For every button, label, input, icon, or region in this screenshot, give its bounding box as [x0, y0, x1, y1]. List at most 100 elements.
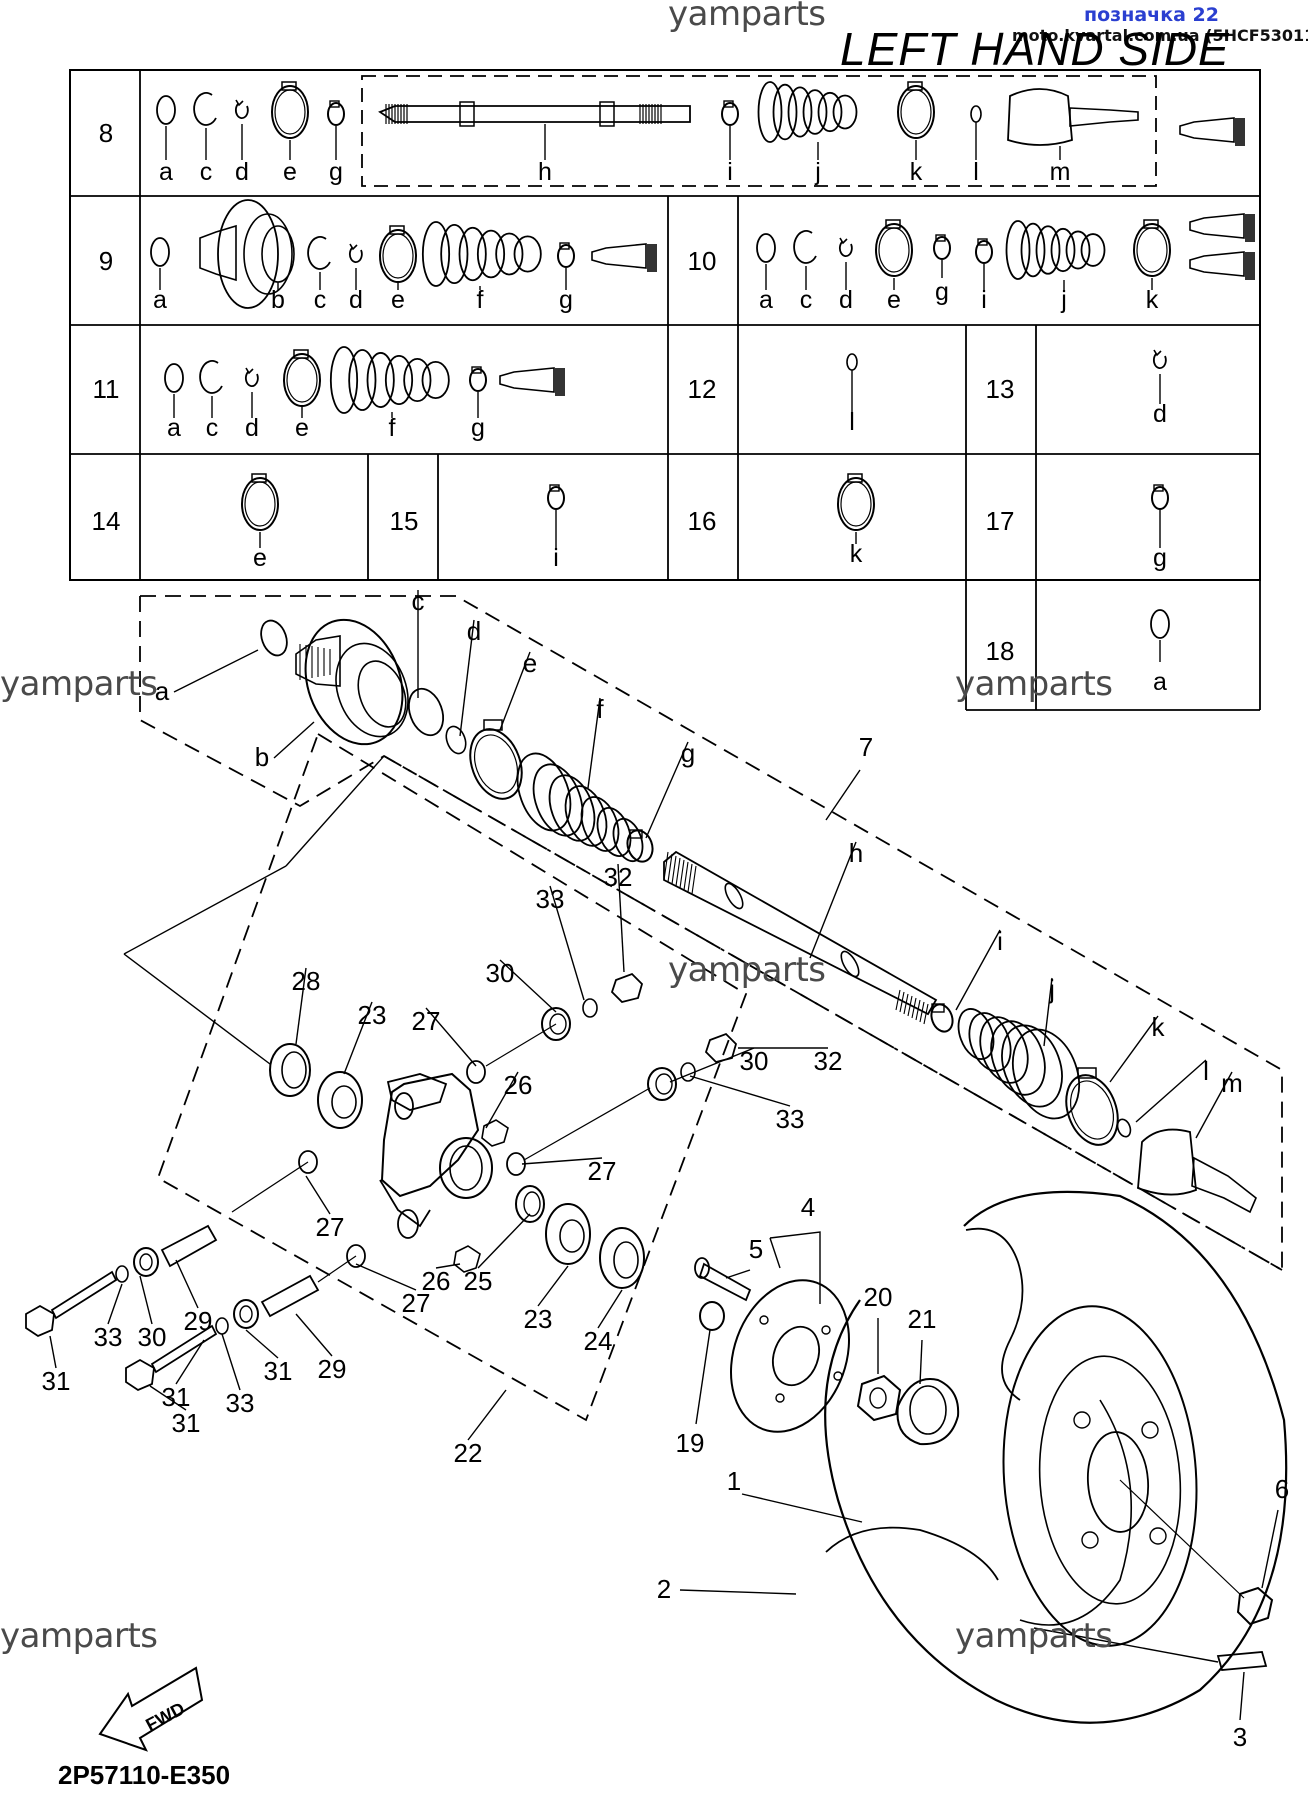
clip-tab-icon: [1153, 349, 1162, 357]
nut-32-upper: [610, 972, 644, 1003]
callout-leader: [1261, 1509, 1279, 1589]
boot-bellow-icon: [1020, 222, 1046, 278]
cv-stub-icon: [1069, 107, 1139, 127]
boot-band-icon: [283, 353, 321, 407]
callout-number: 4: [801, 1192, 815, 1222]
bearing-23: [317, 1071, 363, 1129]
callout-number: 32: [604, 862, 633, 892]
band-clamp-icon: [559, 242, 570, 250]
part-letter: i: [981, 286, 987, 314]
shaft-assembly-box: [361, 75, 1157, 187]
callout-leader: [295, 1313, 333, 1357]
spline-tooth: [923, 1003, 929, 1025]
knuckle-bearing-bore-inner: [449, 1145, 483, 1191]
part-letter: e: [253, 544, 267, 572]
band-clamp-icon: [723, 100, 734, 108]
part-letter: c: [200, 158, 213, 186]
sleeve-29-lower: [260, 1274, 320, 1318]
boot-band-inner: [840, 481, 872, 527]
part-letter: k: [910, 158, 923, 186]
part-letter: f: [477, 286, 484, 314]
small-band-icon: [469, 368, 487, 392]
callout-number: 31: [42, 1366, 71, 1396]
callout-leader: [245, 1329, 279, 1359]
boot-bellow-icon: [421, 221, 451, 287]
knuckle-bearing-bore: [439, 1137, 493, 1199]
small-band-icon: [933, 236, 951, 260]
callout-leader: [499, 959, 557, 1013]
spacer-25-inner: [523, 1191, 541, 1217]
callout-leader: [173, 649, 259, 693]
shaft-group-centerline: [383, 755, 1283, 1271]
boot-bellow-icon: [1005, 220, 1031, 280]
spline-tooth: [671, 855, 677, 885]
callout-leader: [467, 1389, 507, 1441]
callout-bracket: [769, 1231, 821, 1304]
boot-band-e-inner: [473, 734, 519, 794]
knuckle-upper-eye: [394, 1092, 414, 1120]
spacer-25: [515, 1185, 545, 1223]
callout-leader: [139, 1275, 153, 1325]
part-letter: d: [1153, 400, 1167, 428]
boot-bellow-icon: [458, 226, 487, 282]
boot-bellow-icon: [384, 355, 414, 405]
diagram-tag-link[interactable]: позначка 22: [1084, 4, 1219, 26]
small-clip-icon: [970, 105, 982, 123]
callout-leader: [825, 769, 861, 821]
band-clamp-icon: [389, 225, 405, 235]
bushing-30-left-lower-inner: [239, 1305, 253, 1323]
boot-f-bellow: [516, 752, 572, 832]
source-url: moto.kvartal.com.ua (5HCF53011100): [1012, 26, 1308, 45]
small-band-icon: [975, 240, 993, 264]
callout-leader: [49, 1335, 57, 1369]
boot-bellow-icon: [1065, 230, 1091, 270]
spline-tooth: [679, 859, 685, 889]
part-letter: j: [1060, 286, 1067, 314]
part-letter: j: [814, 158, 821, 186]
band-clamp: [1077, 1067, 1097, 1079]
band-clamp-icon: [329, 100, 340, 108]
callout-number: 26: [504, 1070, 533, 1100]
shaft-group-boundary: [139, 596, 1283, 1271]
washer-33-upper: [582, 998, 598, 1018]
callout-letter: b: [255, 742, 269, 772]
shaft-collar: [724, 882, 744, 910]
callout-letter: g: [681, 738, 695, 768]
callout-number: 21: [908, 1304, 937, 1334]
part-letter: i: [727, 158, 733, 186]
snap-ring-icon: [793, 230, 817, 264]
wheel-rim-upper: [965, 1227, 1024, 1401]
callout-number: 26: [422, 1266, 451, 1296]
callout-number: 29: [184, 1306, 213, 1336]
table-row-number: 17: [986, 506, 1015, 536]
callout-leader: [741, 1493, 863, 1523]
boot-band-inner: [878, 227, 910, 273]
callout-letter: i: [997, 926, 1003, 956]
bolt-26-upper: [481, 1119, 509, 1147]
part-letter: c: [314, 286, 327, 314]
bolt-31-lower-head: [125, 1358, 155, 1392]
knuckle-group-boundary: [156, 733, 748, 1422]
callout-leader: [107, 1283, 123, 1325]
clip-l: [1116, 1118, 1132, 1138]
boot-band-inner: [1136, 227, 1168, 273]
small-band-icon: [1151, 486, 1169, 510]
snap-ring-icon: [307, 236, 331, 270]
circlip-ring-icon: [150, 237, 170, 267]
collar-27-upper: [466, 1060, 486, 1084]
callout-letter: l: [1203, 1056, 1209, 1086]
forward-arrow-icon: [98, 1666, 204, 1752]
knuckle-lower-arm: [379, 1179, 431, 1228]
bushing-30-left-upper: [133, 1247, 159, 1277]
circlip-a: [260, 619, 288, 657]
callout-leader: [521, 1157, 603, 1165]
boot-bellow-icon: [329, 346, 359, 414]
watermark: yamparts: [955, 1616, 1113, 1656]
boot-band-inner: [274, 89, 306, 135]
part-letter: a: [167, 414, 181, 442]
callout-letter: h: [849, 838, 863, 868]
clip-tab-icon: [235, 99, 244, 107]
watermark: yamparts: [955, 664, 1113, 704]
grease-tube-icon: [591, 243, 647, 269]
callout-leader: [669, 1047, 755, 1083]
